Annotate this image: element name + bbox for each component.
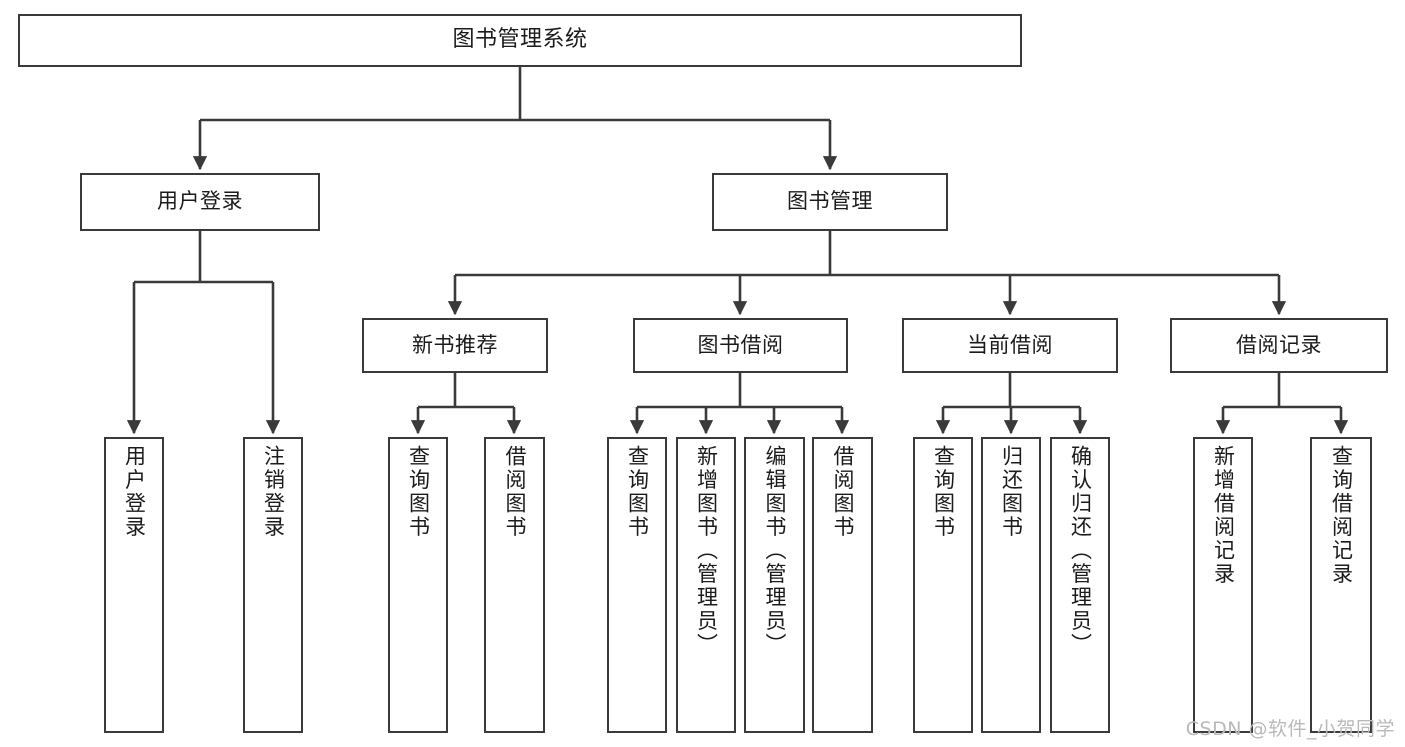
leaf-br-query-record[interactable]: 查询借阅记录	[1310, 437, 1372, 733]
node-user-login[interactable]: 用户登录	[80, 173, 320, 231]
node-book-management[interactable]: 图书管理	[712, 173, 948, 231]
leaf-bb-query-book[interactable]: 查询图书	[607, 437, 667, 733]
leaf-nb-borrow-book[interactable]: 借阅图书	[484, 437, 545, 733]
leaf-bb-add-book-admin-label: 新增图书（管理员）	[694, 445, 719, 657]
leaf-cb-return-book-label: 归还图书	[999, 445, 1024, 539]
node-book-borrow[interactable]: 图书借阅	[633, 318, 848, 373]
node-root-label: 图书管理系统	[452, 27, 588, 53]
leaf-cb-confirm-return-admin-label: 确认归还（管理员）	[1068, 445, 1093, 657]
node-book-management-label: 图书管理	[787, 189, 873, 214]
leaf-bb-edit-book-admin[interactable]: 编辑图书（管理员）	[744, 437, 805, 733]
node-current-borrow[interactable]: 当前借阅	[902, 318, 1118, 373]
leaf-bb-borrow-book-label: 借阅图书	[831, 445, 855, 539]
leaf-br-add-record[interactable]: 新增借阅记录	[1193, 437, 1253, 733]
node-current-borrow-label: 当前借阅	[967, 332, 1053, 357]
node-borrow-record[interactable]: 借阅记录	[1170, 318, 1388, 373]
leaf-bb-query-book-label: 查询图书	[625, 445, 650, 539]
node-user-login-label: 用户登录	[157, 189, 243, 214]
leaf-nb-borrow-book-label: 借阅图书	[503, 445, 527, 539]
leaf-cb-return-book[interactable]: 归还图书	[981, 437, 1041, 733]
leaf-br-query-record-label: 查询借阅记录	[1329, 445, 1354, 586]
leaf-user-login-label: 用户登录	[122, 445, 147, 539]
leaf-nb-query-book-label: 查询图书	[406, 445, 431, 539]
leaf-bb-edit-book-admin-label: 编辑图书（管理员）	[763, 445, 787, 657]
leaf-logout-label: 注销登录	[261, 445, 286, 539]
leaf-cb-query-book-label: 查询图书	[931, 445, 956, 539]
leaf-bb-add-book-admin[interactable]: 新增图书（管理员）	[676, 437, 736, 733]
leaf-bb-borrow-book[interactable]: 借阅图书	[812, 437, 873, 733]
node-book-borrow-label: 图书借阅	[697, 332, 784, 357]
leaf-br-add-record-label: 新增借阅记录	[1211, 445, 1236, 586]
node-new-book-recommend-label: 新书推荐	[412, 332, 498, 357]
leaf-user-login[interactable]: 用户登录	[104, 437, 164, 733]
node-root[interactable]: 图书管理系统	[18, 14, 1022, 67]
leaf-cb-query-book[interactable]: 查询图书	[913, 437, 973, 733]
node-new-book-recommend[interactable]: 新书推荐	[362, 318, 548, 373]
node-borrow-record-label: 借阅记录	[1236, 332, 1322, 357]
leaf-cb-confirm-return-admin[interactable]: 确认归还（管理员）	[1050, 437, 1110, 733]
leaf-nb-query-book[interactable]: 查询图书	[388, 437, 448, 733]
leaf-logout[interactable]: 注销登录	[243, 437, 303, 733]
